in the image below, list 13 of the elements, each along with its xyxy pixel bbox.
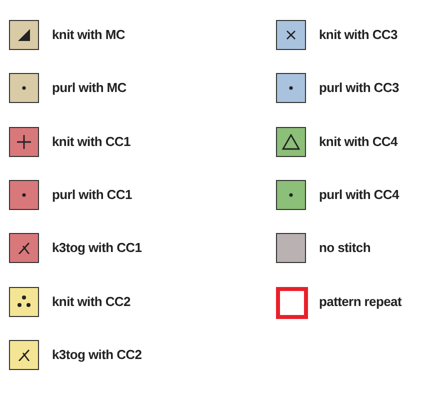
legend-label: knit with MC — [52, 27, 125, 42]
legend-label: purl with CC4 — [319, 186, 399, 202]
legend-label: knit with CC1 — [52, 134, 130, 149]
legend-label: purl with CC3 — [319, 80, 399, 96]
legend-label: knit with CC4 — [319, 134, 398, 149]
legend-label: knit with CC2 — [52, 294, 130, 308]
legend-label: k3tog with CC2 — [52, 346, 142, 362]
legend-label: purl with CC1 — [52, 186, 132, 202]
legend-label: no stitch — [319, 240, 370, 256]
legend-label: k3tog with CC1 — [52, 240, 142, 256]
legend-label: pattern repeat — [319, 294, 402, 308]
legend-label: purl with MC — [52, 80, 126, 96]
legend-label: knit with CC3 — [319, 27, 398, 42]
